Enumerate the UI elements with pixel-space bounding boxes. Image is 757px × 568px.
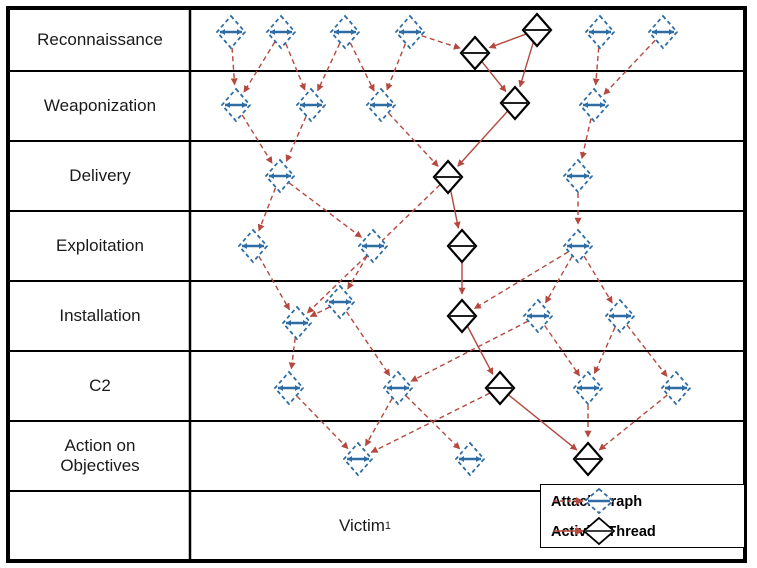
- legend-glyph-attack-graph: [551, 486, 619, 516]
- node-activity-thread-t5[interactable]: [448, 230, 476, 262]
- edge-t1-to-t2: [489, 34, 525, 47]
- edge-f4-to-t8: [599, 395, 667, 450]
- node-activity-thread-t7[interactable]: [486, 372, 514, 404]
- edge-e1-to-e2: [310, 307, 329, 316]
- node-attack-graph-g2[interactable]: [456, 443, 484, 475]
- node-activity-thread-t1[interactable]: [523, 14, 551, 46]
- row-label-weaponization: Weaponization: [10, 71, 190, 141]
- node-attack-graph-f4[interactable]: [662, 372, 690, 404]
- edge-t7-to-t8: [509, 395, 577, 450]
- edge-b3-to-t4: [389, 113, 438, 166]
- node-attack-graph-b2[interactable]: [297, 89, 325, 121]
- edge-f2-to-g2: [406, 396, 460, 449]
- edge-f2-to-g1: [366, 398, 393, 445]
- legend: Attack Graph Activity Thread: [540, 484, 745, 548]
- edge-c1-to-d1: [259, 188, 276, 231]
- node-attack-graph-a2[interactable]: [267, 16, 295, 48]
- node-attack-graph-d3[interactable]: [564, 230, 592, 262]
- edge-a2-to-b2: [286, 44, 305, 90]
- edge-t2-to-t3: [482, 62, 506, 92]
- edge-a4-to-b3: [387, 44, 405, 90]
- node-attack-graph-d1[interactable]: [239, 230, 267, 262]
- node-attack-graph-f2[interactable]: [384, 372, 412, 404]
- edge-a6-to-b4: [604, 40, 655, 94]
- edge-a1-to-b1: [232, 48, 235, 85]
- row-label-installation: Installation: [10, 281, 190, 351]
- legend-item-attack-graph: Attack Graph: [551, 486, 737, 518]
- node-attack-graph-e4[interactable]: [606, 300, 634, 332]
- row-label-action-on-objectives: Action onObjectives: [10, 421, 190, 491]
- node-attack-graph-e2[interactable]: [283, 307, 311, 339]
- node-attack-graph-a3[interactable]: [331, 16, 359, 48]
- node-attack-graph-f3[interactable]: [574, 372, 602, 404]
- row-label-delivery: Delivery: [10, 141, 190, 211]
- edge-b2-to-c1: [286, 116, 306, 161]
- node-attack-graph-d2[interactable]: [359, 230, 387, 262]
- row-label-exploitation: Exploitation: [10, 211, 190, 281]
- node-attack-graph-a5[interactable]: [586, 16, 614, 48]
- edge-a4-to-t2: [422, 36, 460, 48]
- edge-t4-to-t5: [451, 191, 459, 228]
- edge-t7-to-g1: [371, 393, 489, 452]
- node-attack-graph-c1[interactable]: [266, 160, 294, 192]
- edge-a2-to-b1: [244, 42, 275, 92]
- edge-t1-to-t3: [520, 43, 533, 87]
- victim-axis-label: Victim1: [190, 491, 540, 561]
- node-attack-graph-c2[interactable]: [564, 160, 592, 192]
- node-layer: [217, 14, 690, 475]
- row-label-reconnaissance: Reconnaissance: [10, 8, 190, 71]
- edge-b4-to-c2: [582, 119, 591, 159]
- edge-e1-to-f2: [346, 312, 389, 376]
- edge-d2-to-e1: [348, 256, 367, 289]
- edge-b1-to-c1: [242, 115, 272, 163]
- edge-d1-to-e2: [259, 256, 290, 309]
- edge-a3-to-b3: [350, 43, 374, 91]
- node-attack-graph-b4[interactable]: [580, 89, 608, 121]
- edge-f1-to-g1: [297, 396, 348, 449]
- node-attack-graph-a4[interactable]: [396, 16, 424, 48]
- node-attack-graph-e3[interactable]: [524, 300, 552, 332]
- victim-text: Victim: [339, 516, 385, 536]
- edge-t3-to-t4: [458, 111, 508, 166]
- node-attack-graph-f1[interactable]: [275, 372, 303, 404]
- edge-a5-to-b4: [596, 48, 599, 85]
- node-activity-thread-t6[interactable]: [448, 300, 476, 332]
- node-attack-graph-g1[interactable]: [344, 443, 372, 475]
- victim-subscript: 1: [385, 520, 391, 532]
- legend-glyph-activity-thread: [551, 516, 619, 546]
- node-attack-graph-b1[interactable]: [222, 89, 250, 121]
- node-attack-graph-e1[interactable]: [326, 286, 354, 318]
- legend-item-activity-thread: Activity Thread: [551, 516, 737, 548]
- edge-d3-to-e4: [584, 256, 612, 303]
- node-activity-thread-t8[interactable]: [574, 443, 602, 475]
- edge-a3-to-b2: [318, 43, 340, 91]
- node-attack-graph-a1[interactable]: [217, 16, 245, 48]
- row-label-c2: C2: [10, 351, 190, 421]
- edge-e2-to-f1: [291, 338, 295, 369]
